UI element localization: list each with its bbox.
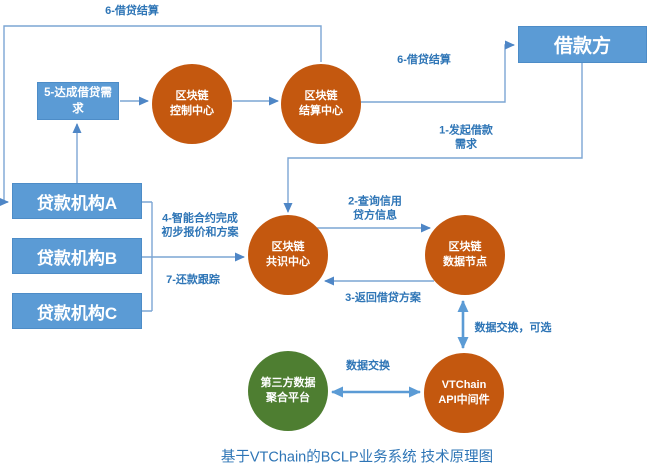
node-lender-a: 贷款机构A (12, 183, 142, 219)
node-thirdparty-data-platform: 第三方数据 聚合平台 (248, 351, 328, 431)
edge-label-borrow-request: 1-发起借款 需求 (439, 124, 493, 150)
edge-label-settlement-to-borrower: 6-借贷结算 (397, 54, 451, 67)
diagram-title: 基于VTChain的BCLP业务系统 技术原理图 (220, 449, 494, 466)
node-blockchain-data-node: 区块链 数据节点 (425, 215, 505, 295)
edge-borrower-to-consensus (283, 63, 583, 213)
edge-label-data-exchange: 数据交换 (346, 360, 390, 373)
edge-label-query-credit: 2-查询信用 贷方信息 (348, 195, 402, 221)
edge-label-return-plan: 3-返回借贷方案 (345, 292, 421, 305)
node-lender-c: 贷款机构C (12, 293, 142, 329)
edge-label-repayment-tracking: 7-还款跟踪 (166, 274, 220, 287)
node-vtchain-api-middleware: VTChain API中间件 (424, 353, 504, 433)
node-borrower: 借款方 (518, 26, 647, 63)
node-lender-b: 贷款机构B (12, 238, 142, 274)
node-blockchain-settlement-center: 区块链 结算中心 (281, 64, 361, 144)
edge-settlement-loop (0, 25, 322, 207)
edge-label-data-exchange-optional: 数据交换，可选 (474, 322, 552, 335)
edge-settle-to-borrower (360, 40, 515, 103)
edge-label-smart-contract: 4-智能合约完成 初步报价和方案 (161, 212, 239, 238)
node-blockchain-consensus-center: 区块链 共识中心 (248, 215, 328, 295)
node-reach-loan-agreement: 5-达成借贷需求 (37, 82, 119, 120)
edge-label-settlement-loop: 6-借贷结算 (105, 5, 159, 18)
node-blockchain-control-center: 区块链 控制中心 (152, 64, 232, 144)
edge-lenders-bracket (142, 201, 153, 312)
